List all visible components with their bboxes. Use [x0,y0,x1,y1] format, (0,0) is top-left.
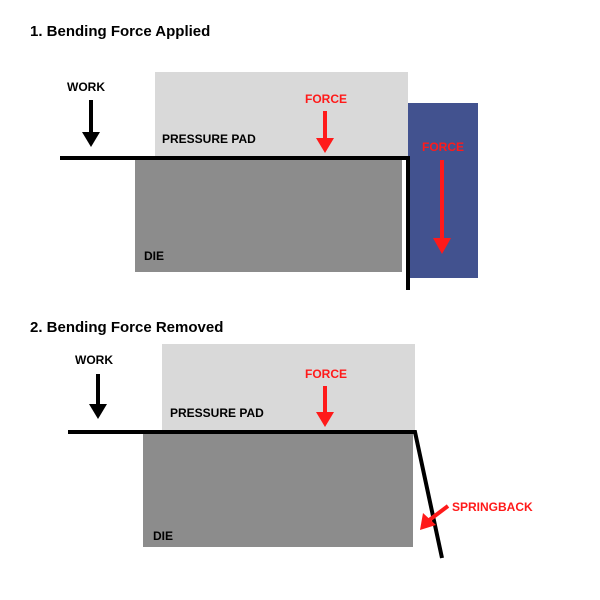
panel-applied: 1. Bending Force Applied WORK PRESSURE P… [30,23,478,290]
die [135,158,402,272]
work-label: WORK [75,353,113,367]
pad-force-label: FORCE [305,367,347,381]
arrow-down-icon [89,374,107,419]
pad-force-label: FORCE [305,92,347,106]
arrow-down-icon [82,100,100,147]
pressure-pad-label: PRESSURE PAD [170,406,264,420]
panel-removed: 2. Bending Force Removed WORK PRESSURE P… [30,319,533,559]
pressure-pad-label: PRESSURE PAD [162,132,256,146]
die [143,432,413,547]
arrow-down-icon [433,160,451,254]
punch-force-label: FORCE [422,140,464,154]
arrow-down-left-icon [420,504,450,530]
panel-title: 1. Bending Force Applied [30,23,210,40]
arrow-down-icon [316,111,334,153]
pressure-pad [162,344,415,432]
springback-label: SPRINGBACK [452,500,533,514]
pressure-pad [155,72,408,158]
die-label: DIE [153,529,173,543]
arrow-down-icon [316,386,334,427]
work-piece [60,156,410,290]
work-label: WORK [67,80,105,94]
die-label: DIE [144,249,164,263]
panel-title: 2. Bending Force Removed [30,319,223,336]
